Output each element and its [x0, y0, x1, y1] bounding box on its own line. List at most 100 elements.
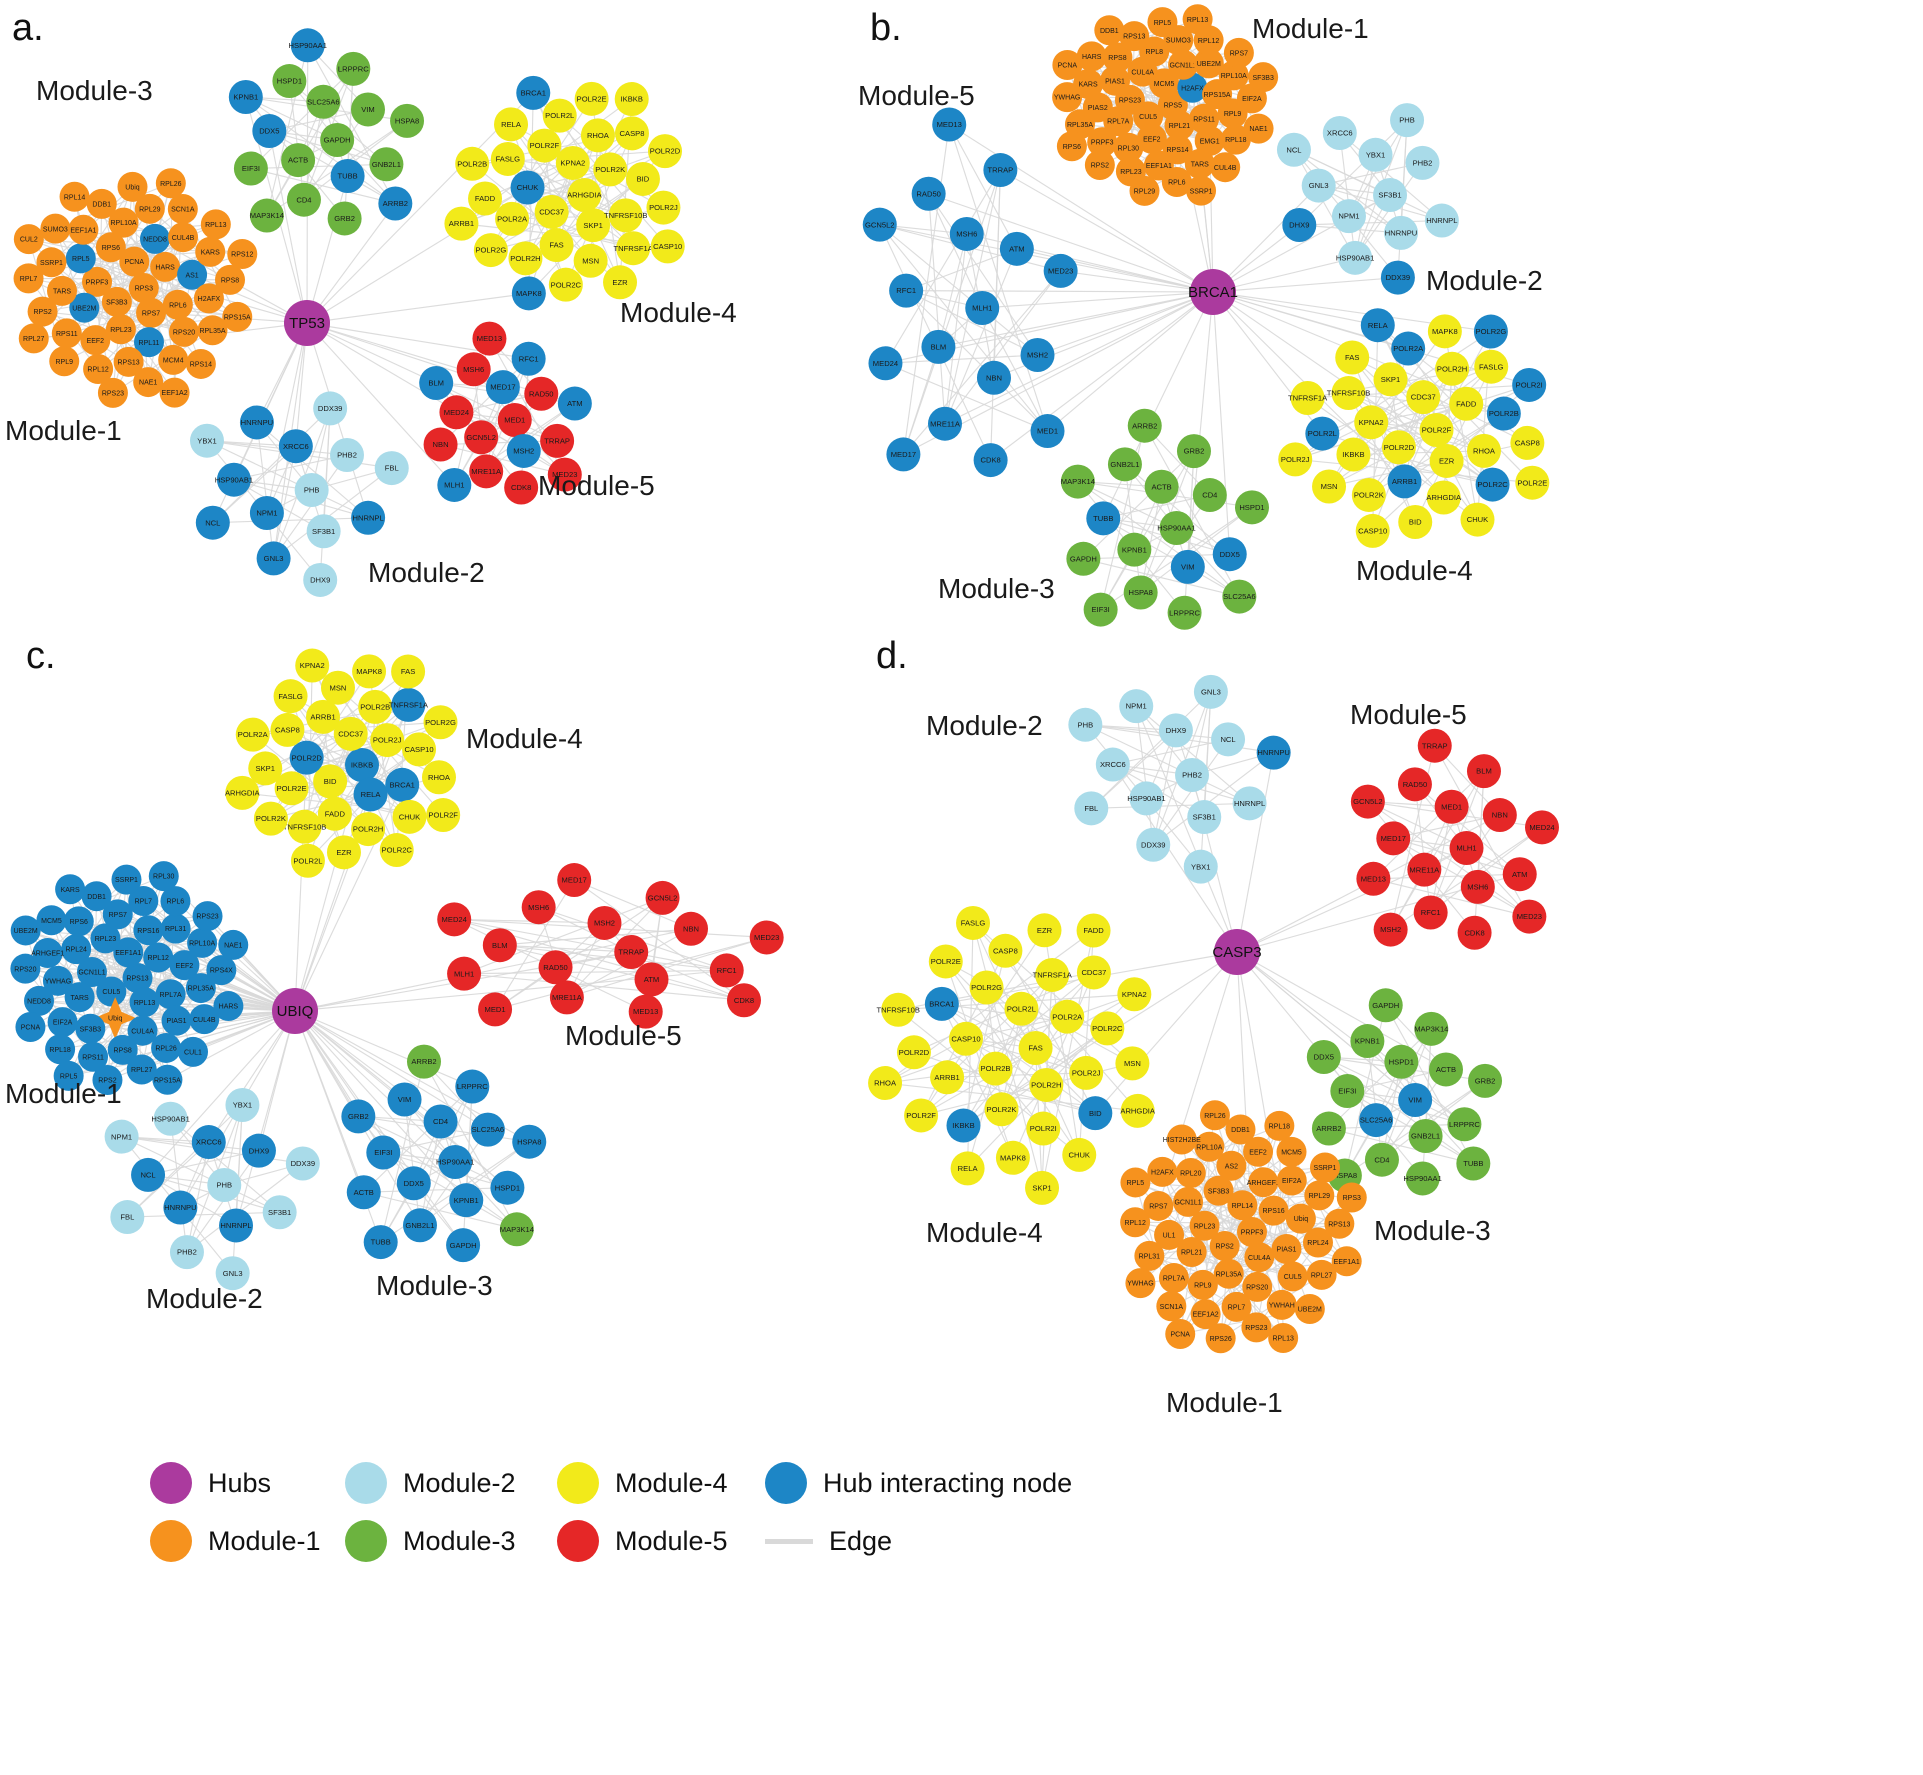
node-RPL10A	[1218, 60, 1249, 91]
node-label: DDX39	[1141, 840, 1165, 849]
node-FADD	[317, 796, 352, 831]
edge	[1090, 729, 1177, 809]
legend-item-hubs: Hubs	[150, 1462, 345, 1504]
node-BRCA1	[385, 767, 420, 802]
node-label: DDB1	[92, 201, 111, 208]
edge	[273, 467, 393, 559]
node-label: POLR2C	[1092, 1024, 1123, 1033]
node-label: RPL9	[1224, 111, 1242, 118]
node-RPS14	[185, 348, 216, 379]
node-label: MSH2	[1380, 925, 1401, 934]
node-RPS6	[1056, 131, 1087, 162]
node-YBX1	[1358, 137, 1393, 172]
node-label: GAPDH	[450, 1241, 477, 1250]
node-label: HSP90AA1	[1403, 1174, 1441, 1183]
node-label: EZR	[612, 278, 628, 287]
node-EZR	[326, 835, 361, 870]
module-label-module-5: Module-5	[538, 470, 655, 501]
edge	[1236, 951, 1294, 1277]
node-label: HNRNPL	[353, 513, 384, 522]
edge	[1037, 291, 1214, 356]
node-RPL31	[160, 913, 191, 944]
edge	[1000, 1008, 1023, 1110]
node-MSH6	[456, 352, 491, 387]
node-label: RPS20	[14, 966, 36, 973]
node-PCNA	[119, 246, 150, 277]
node-label: ARRB1	[449, 219, 474, 228]
node-HSP90AB1	[1338, 240, 1373, 275]
node-KPNA2	[1354, 405, 1389, 440]
node-label: HSPA8	[395, 116, 419, 125]
node-RPS6	[95, 232, 126, 263]
node-label: POLR2E	[931, 957, 961, 966]
node-label: YBX1	[1191, 862, 1210, 871]
node-RPS6	[63, 906, 94, 937]
node-label: RELA	[1368, 321, 1389, 330]
node-label: EIF3I	[1092, 605, 1110, 614]
node-label: TUBB	[1463, 1159, 1483, 1168]
node-RPL21	[1176, 1236, 1207, 1267]
edge	[1328, 1028, 1432, 1129]
node-label: DDX39	[1386, 273, 1410, 282]
node-label: CASP10	[951, 1034, 980, 1043]
node-label: PHB	[216, 1181, 232, 1190]
module-label-module-2: Module-2	[368, 557, 485, 588]
node-GNL3	[256, 541, 291, 576]
node-label: MCM5	[1154, 81, 1175, 88]
node-label: UL1	[1163, 1233, 1176, 1240]
edge	[454, 918, 727, 972]
hub-node-BRCA1	[1190, 269, 1236, 315]
node-label: NEDD8	[27, 999, 51, 1006]
node-GNL3	[215, 1256, 250, 1291]
node-label: PIAS2	[1088, 105, 1108, 112]
node-NPM1	[1119, 689, 1154, 724]
node-RPS2	[92, 1064, 123, 1095]
edge	[1094, 951, 1238, 1114]
hub-swatch-icon	[150, 1462, 192, 1504]
node-label: HIST2H2BE	[1163, 1137, 1201, 1144]
node-ATM	[557, 386, 592, 421]
node-label: RPL12	[87, 367, 109, 374]
node-KPNB1	[449, 1183, 484, 1218]
edge	[294, 1010, 467, 1201]
node-LRPPRC	[1167, 595, 1202, 630]
node-POLR2A	[1050, 999, 1085, 1034]
node-label: EIF3I	[242, 164, 260, 173]
node-label: POLR2B	[1489, 409, 1519, 418]
node-RPS3	[128, 273, 159, 303]
node-EIF3I	[1330, 1074, 1365, 1109]
node-label: FADD	[1456, 399, 1477, 408]
node-label: RPS13	[1123, 34, 1145, 41]
hub-label: BRCA1	[1188, 284, 1238, 301]
node-label: EZR	[1037, 926, 1053, 935]
node-SF3B3	[1248, 62, 1279, 93]
node-label: HNRNPL	[1426, 216, 1457, 225]
node-CHUK	[1062, 1137, 1097, 1172]
edge	[1016, 248, 1214, 293]
node-label: Ubiq	[1294, 1216, 1309, 1223]
node-RPL14	[59, 181, 90, 212]
node-BID	[1398, 505, 1433, 540]
node-CUL4B	[189, 1004, 220, 1035]
node-FAS	[391, 654, 426, 689]
node-GCN5L2	[645, 880, 680, 915]
node-MED24	[1524, 810, 1559, 845]
node-RPS7	[136, 297, 167, 328]
node-BRCA1	[516, 75, 551, 110]
module-label-module-4: Module-4	[620, 297, 737, 328]
node-label: HNRNPU	[1385, 228, 1418, 237]
node-POLR2G	[423, 705, 458, 740]
node-label: POLR2G	[425, 718, 456, 727]
node-RPL12	[143, 942, 174, 973]
node-label: POLR2J	[1281, 455, 1310, 464]
node-HSPD1	[1234, 490, 1269, 525]
node-label: MED23	[1517, 912, 1542, 921]
node-RAD50	[1397, 767, 1432, 802]
edge	[947, 1072, 1087, 1078]
node-label: POLR2F	[428, 811, 458, 820]
star-node-Ubiq	[94, 997, 137, 1040]
node-label: TNFRSF10B	[877, 1005, 920, 1014]
node-FASLG	[956, 905, 991, 940]
node-RPS2	[1209, 1231, 1240, 1262]
node-RPL29	[134, 193, 165, 224]
